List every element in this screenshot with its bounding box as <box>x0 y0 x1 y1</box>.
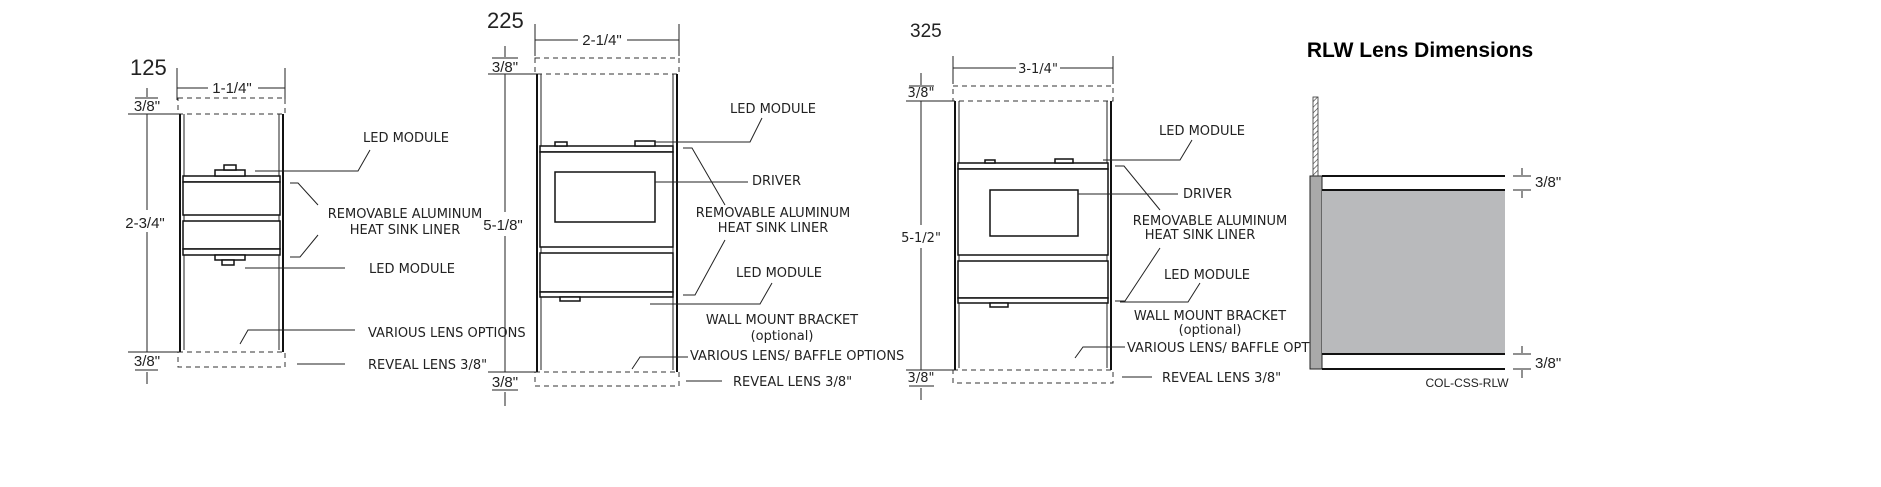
rlw-lens-dimensions: RLW Lens Dimensions 3/8" 3/8" COL-CSS-RL… <box>1307 39 1561 390</box>
bottom-reveal-lens <box>534 371 680 387</box>
callout-wall-mount-bracket: WALL MOUNT BRACKET <box>1134 309 1286 324</box>
bottom-reveal-lens <box>177 351 286 368</box>
top-reveal-dimension: 3/8" <box>492 59 518 76</box>
top-reveal-dimension: 3/8" <box>908 86 935 101</box>
driver-box <box>989 189 1079 237</box>
callout-driver: DRIVER <box>1183 187 1232 202</box>
bottom-reveal-lens <box>952 369 1114 384</box>
callout-lens-options: VARIOUS LENS OPTIONS <box>368 326 526 341</box>
callout-heat-sink-liner: REMOVABLE ALUMINUM <box>696 206 850 221</box>
housing-rails <box>179 114 284 352</box>
callout-wall-mount-bracket: WALL MOUNT BRACKET <box>706 313 858 328</box>
height-dimension: 2-3/4" <box>125 215 165 232</box>
callout-heat-sink-liner-line2: HEAT SINK LINER <box>1145 228 1255 243</box>
model-number: 225 <box>487 8 524 33</box>
rlw-frame <box>1309 175 1323 370</box>
diagram-225: 225 2-1/4" 5-1/8" 3/8" 3/8" LED MODULE D… <box>483 8 904 406</box>
callout-led-module-top: LED MODULE <box>363 131 449 146</box>
callout-reveal-lens: REVEAL LENS 3/8" <box>368 358 487 373</box>
height-dimension: 5-1/2" <box>901 231 941 246</box>
height-dimension: 5-1/8" <box>483 217 523 234</box>
callout-heat-sink-liner-line2: HEAT SINK LINER <box>718 221 828 236</box>
callout-heat-sink-liner-line2: HEAT SINK LINER <box>350 223 460 238</box>
bottom-reveal-dimension: 3/8" <box>492 374 518 391</box>
callout-led-module-top: LED MODULE <box>1159 124 1245 139</box>
top-reveal-dimension: 3/8" <box>134 98 160 115</box>
bottom-reveal-dimension: 3/8" <box>134 353 160 370</box>
callout-lens-options: VARIOUS LENS/ BAFFLE OPTIONS <box>1127 341 1341 356</box>
model-number: 125 <box>130 55 167 80</box>
callout-driver: DRIVER <box>752 174 801 189</box>
diagram-325: 325 3-1/4" 5-1/2" 3/8" 3/8" LED MODULE D… <box>901 21 1341 400</box>
top-reveal-lens <box>952 85 1114 102</box>
top-reveal-lens <box>534 57 680 75</box>
callout-heat-sink-liner: REMOVABLE ALUMINUM <box>1133 214 1287 229</box>
callout-heat-sink-liner: REMOVABLE ALUMINUM <box>328 207 482 222</box>
callout-bracket-optional: (optional) <box>1179 323 1242 338</box>
drawing-code: COL-CSS-RLW <box>1425 376 1509 390</box>
diagram-125: 125 1-1/4" 2-3/4" 3/8" 3/8" LED MODULE R… <box>125 55 526 384</box>
callout-reveal-lens: REVEAL LENS 3/8" <box>733 375 852 390</box>
rlw-top-reveal: 3/8" <box>1535 174 1561 191</box>
callout-reveal-lens: REVEAL LENS 3/8" <box>1162 371 1281 386</box>
rlw-bottom-reveal: 3/8" <box>1535 355 1561 372</box>
width-dimension: 3-1/4" <box>1018 62 1058 77</box>
width-dimension: 2-1/4" <box>582 32 622 49</box>
driver-box <box>554 171 656 223</box>
callout-led-module-bottom: LED MODULE <box>369 262 455 277</box>
top-reveal-lens <box>177 97 286 115</box>
callout-led-module-bottom: LED MODULE <box>1164 268 1250 283</box>
callout-led-module-bottom: LED MODULE <box>736 266 822 281</box>
mounting-wall <box>1312 96 1319 177</box>
rlw-lens <box>1322 190 1505 354</box>
rlw-title: RLW Lens Dimensions <box>1307 39 1533 62</box>
model-number: 325 <box>910 21 942 42</box>
callout-lens-options: VARIOUS LENS/ BAFFLE OPTIONS <box>690 349 904 364</box>
callout-bracket-optional: (optional) <box>751 329 814 344</box>
housing-rails <box>536 74 678 372</box>
housing-rails <box>954 101 1112 370</box>
width-dimension: 1-1/4" <box>212 80 252 97</box>
callout-led-module-top: LED MODULE <box>730 102 816 117</box>
bottom-reveal-dimension: 3/8" <box>908 371 935 386</box>
